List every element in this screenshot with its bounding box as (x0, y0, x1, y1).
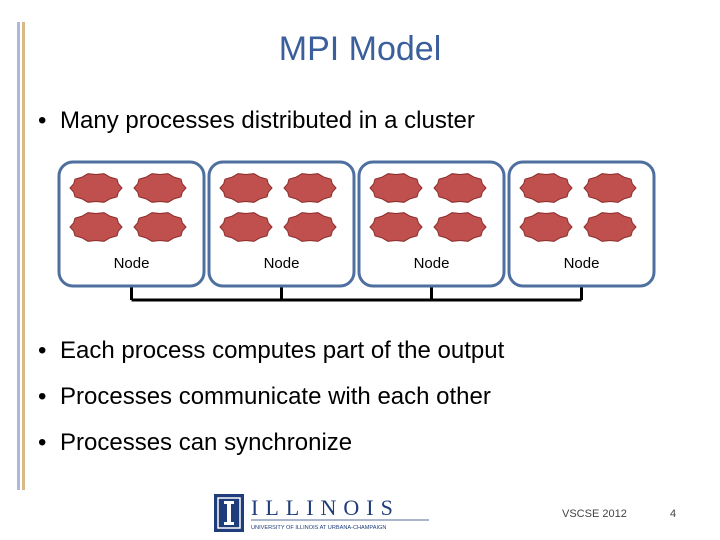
side-line-left (17, 22, 20, 490)
bullet-icon: • (38, 107, 47, 134)
bullet-text: Many processes distributed in a cluster (60, 107, 475, 134)
process-blob (69, 173, 123, 203)
process-blob (133, 212, 187, 242)
illinois-logo-icon: ILLINOIS UNIVERSITY OF ILLINOIS AT URBAN… (214, 494, 429, 532)
bullet-item: • Processes communicate with each other (38, 374, 504, 420)
process-blob (219, 212, 273, 242)
process-blob (283, 173, 337, 203)
process-blob (583, 173, 637, 203)
bullet-icon: • (38, 383, 47, 410)
node-label: Node (114, 255, 150, 272)
cluster-diagram: Node Node Node Node (57, 160, 656, 302)
process-blob (519, 173, 573, 203)
top-bullet-list: • Many processes distributed in a cluster (38, 98, 475, 144)
bullet-text: Processes communicate with each other (60, 383, 491, 410)
node-label: Node (564, 255, 600, 272)
node-label: Node (414, 255, 450, 272)
bullet-item: • Each process computes part of the outpu… (38, 328, 504, 374)
bullet-item: • Many processes distributed in a cluster (38, 98, 475, 144)
bullet-icon: • (38, 429, 47, 456)
logo-block-frame (217, 497, 241, 529)
slide-title: MPI Model (278, 30, 442, 68)
process-blob (369, 173, 423, 203)
node-label: Node (264, 255, 300, 272)
process-blob (283, 212, 337, 242)
footer-page-number: 4 (670, 508, 677, 520)
bullet-text: Processes can synchronize (60, 429, 353, 456)
process-blob (369, 212, 423, 242)
process-blob (219, 173, 273, 203)
process-blob (519, 212, 573, 242)
footer-conference: VSCSE 2012 (562, 508, 627, 520)
process-blob (133, 173, 187, 203)
process-blob (69, 212, 123, 242)
bullet-item: • Processes can synchronize (38, 420, 504, 466)
process-blob (583, 212, 637, 242)
logo-wordmark: ILLINOIS (251, 495, 400, 520)
process-blob (433, 212, 487, 242)
bottom-bullet-list: • Each process computes part of the outpu… (38, 328, 504, 466)
bullet-icon: • (38, 337, 47, 364)
process-blob (433, 173, 487, 203)
logo-subtitle: UNIVERSITY OF ILLINOIS AT URBANA-CHAMPAI… (251, 525, 386, 531)
bullet-text: Each process computes part of the output (60, 337, 505, 364)
side-line-right (22, 22, 25, 490)
